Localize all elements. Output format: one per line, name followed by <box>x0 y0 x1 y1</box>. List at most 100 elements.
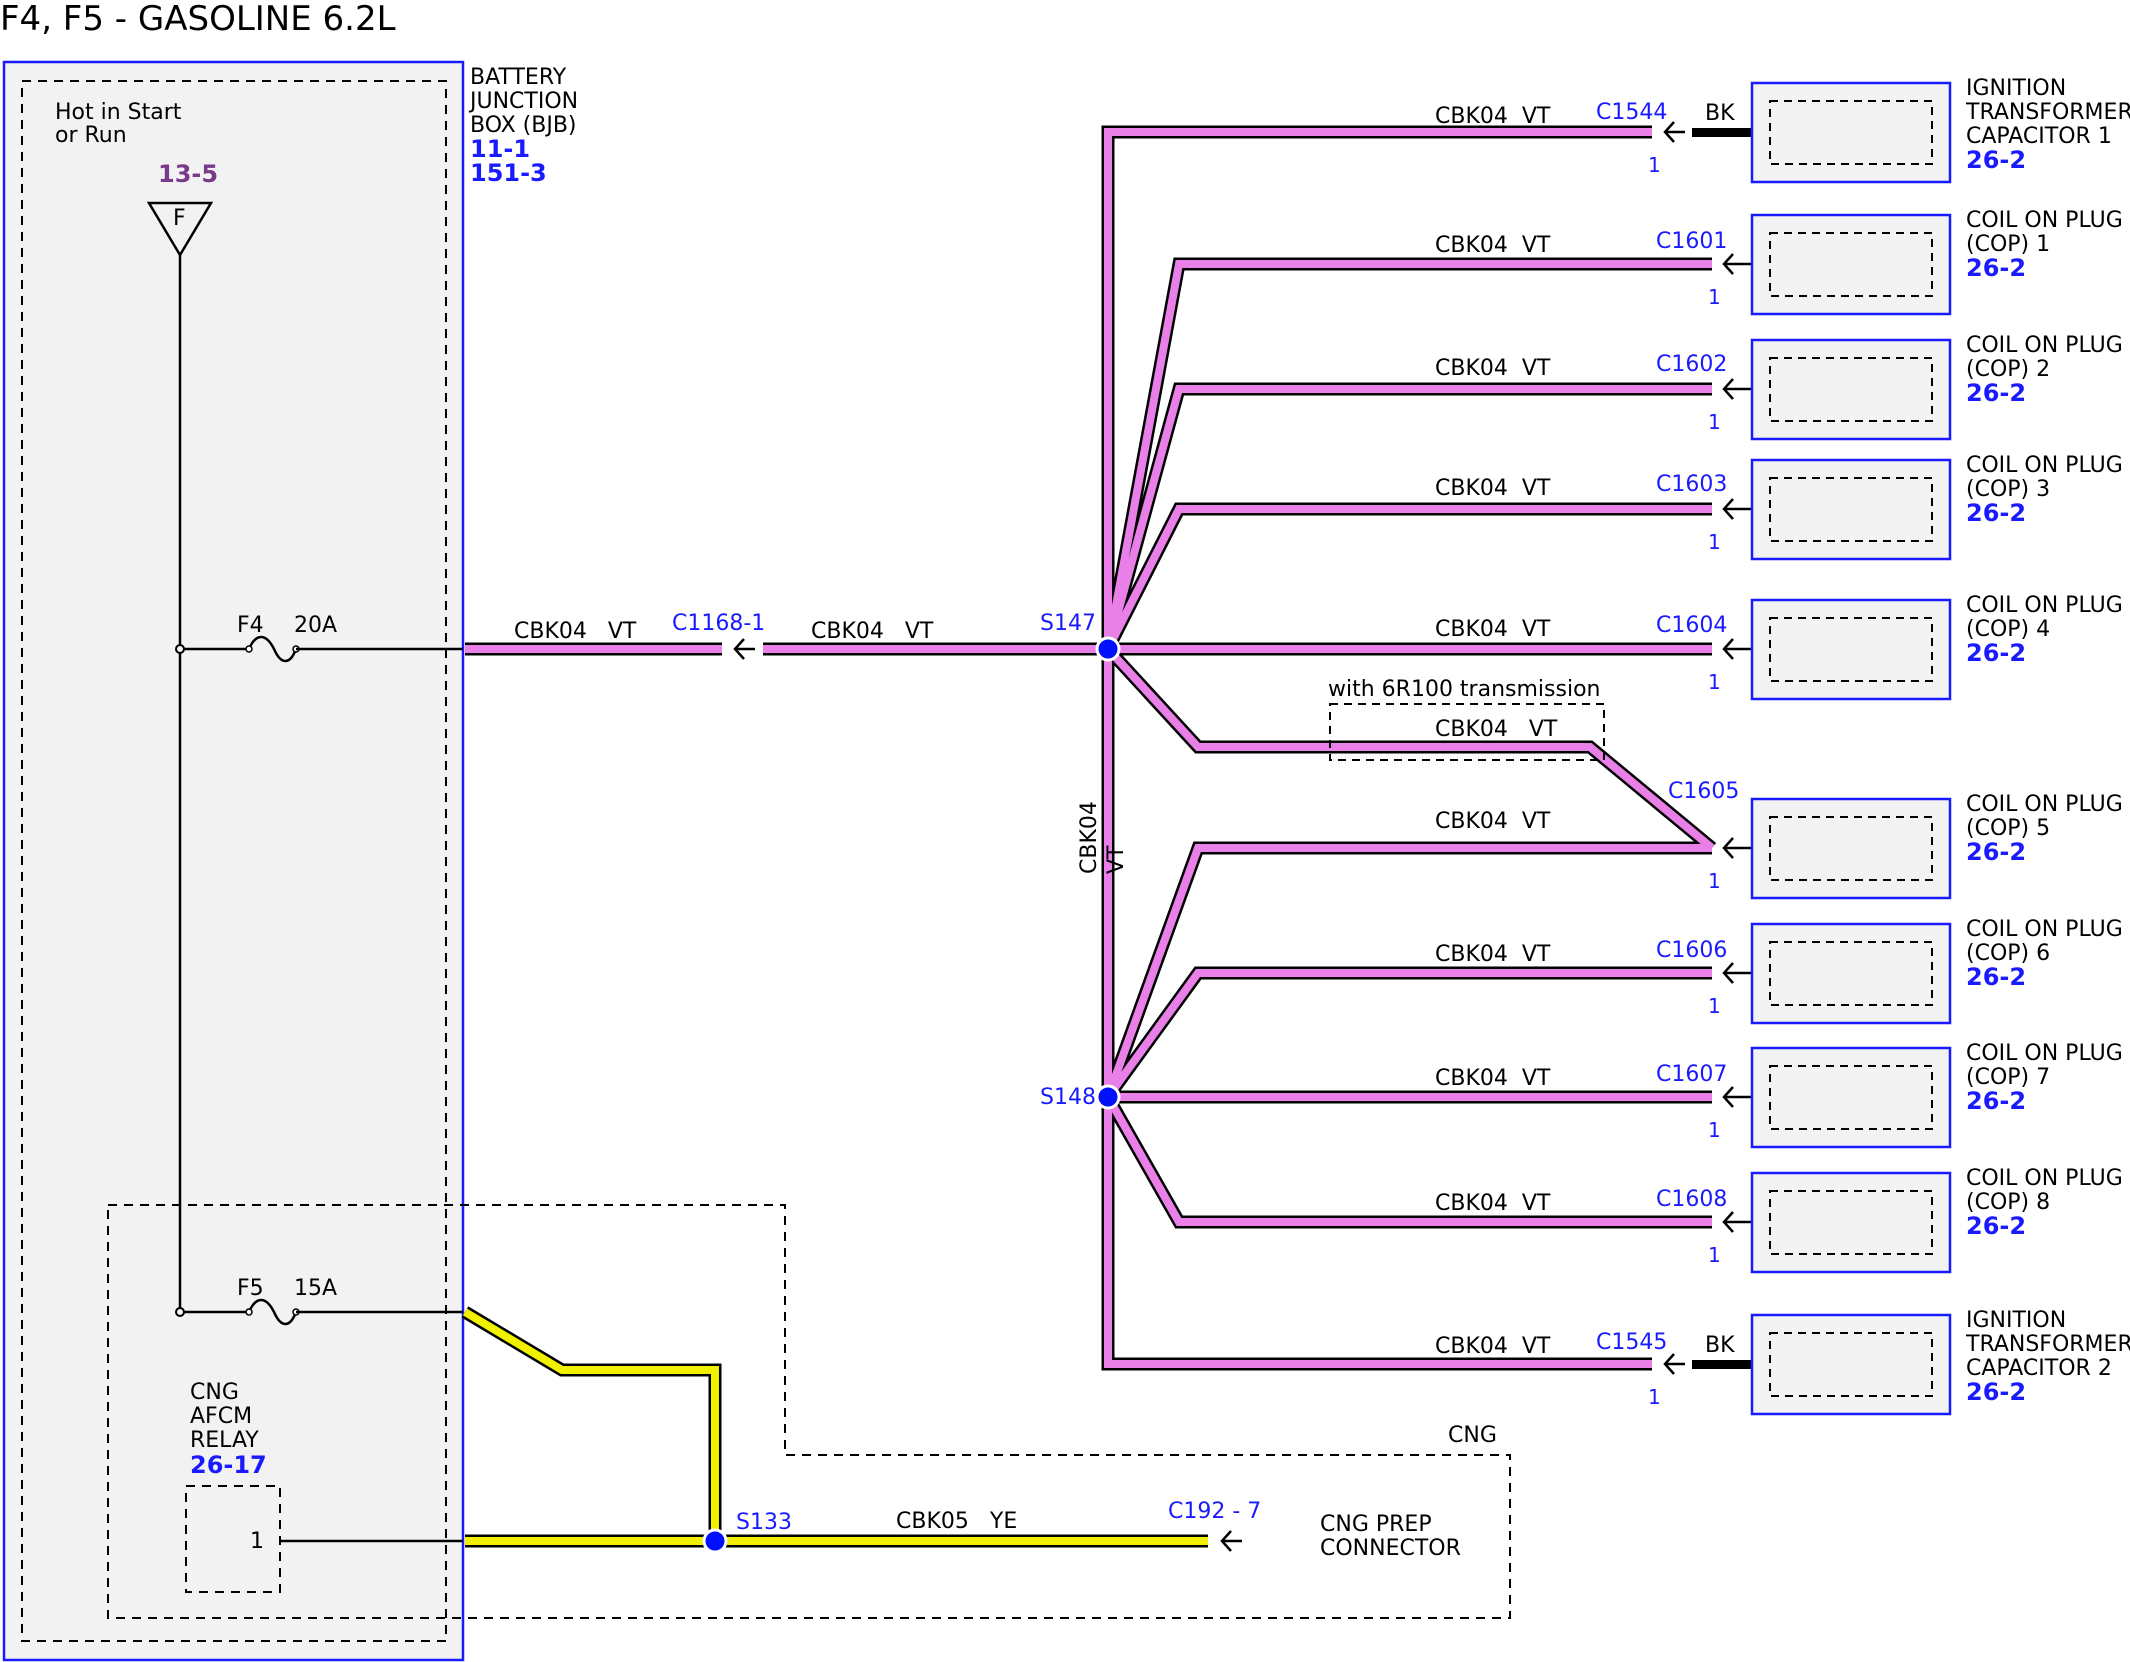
component-ref[interactable]: 26-2 <box>1966 146 2026 174</box>
load-wire-circuit: CBK04 <box>1435 809 1508 834</box>
load-connector-icon <box>1722 252 1746 276</box>
trunk-circuit: CBK04 <box>1077 801 1102 874</box>
relay-ref[interactable]: 26-17 <box>190 1451 267 1479</box>
load-connector-icon <box>1722 637 1746 661</box>
splice-s133 <box>702 1528 728 1554</box>
component-box <box>1750 338 1952 441</box>
load-connector-label[interactable]: C1604 <box>1656 613 1727 638</box>
component-ref[interactable]: 26-2 <box>1966 1212 2026 1240</box>
bk-lead-1 <box>1692 128 1752 137</box>
bus-node-f4 <box>175 644 185 654</box>
bjb-box <box>2 60 465 1662</box>
svg-text:COIL ON PLUG(COP) 3: COIL ON PLUG(COP) 3 <box>1966 453 2123 502</box>
main-wire-1-color: VT <box>608 619 637 644</box>
component-name-line: (COP) 2 <box>1966 357 2050 382</box>
component-name-line: COIL ON PLUG <box>1966 1041 2123 1066</box>
component-name-line: COIL ON PLUG <box>1966 917 2123 942</box>
main-wire-1-circuit: CBK04 <box>514 619 587 644</box>
load-connector-label[interactable]: C1605 <box>1668 779 1739 804</box>
component-name-line: (COP) 3 <box>1966 477 2050 502</box>
cng-region-label: CNG <box>1448 1423 1497 1448</box>
load-pin-number: 1 <box>1708 994 1721 1018</box>
component-ref[interactable]: 26-2 <box>1966 639 2026 667</box>
load-connector-label[interactable]: C1603 <box>1656 472 1727 497</box>
load-connector-label[interactable]: C1607 <box>1656 1062 1727 1087</box>
component-name-line: IGNITION <box>1966 76 2066 101</box>
load-pin-number: 1 <box>1708 410 1721 434</box>
load-connector-label[interactable]: C1545 <box>1596 1330 1667 1355</box>
component-name-line: (COP) 8 <box>1966 1190 2050 1215</box>
bjb-ref-2[interactable]: 151-3 <box>470 159 547 187</box>
load-connector-label[interactable]: C1544 <box>1596 100 1667 125</box>
component-ref[interactable]: 26-2 <box>1966 838 2026 866</box>
diagram-title: F4, F5 - GASOLINE 6.2L <box>0 0 396 39</box>
load-wire-circuit: CBK04 <box>1435 617 1508 642</box>
component-ref[interactable]: 26-2 <box>1966 963 2026 991</box>
load-connector-label[interactable]: C1601 <box>1656 229 1727 254</box>
component-name-line: COIL ON PLUG <box>1966 333 2123 358</box>
load-connector-icon <box>1722 377 1746 401</box>
load-wire-color: VT <box>1522 809 1551 834</box>
option-6r100-box <box>1329 703 1605 761</box>
component-box <box>1750 1313 1952 1416</box>
svg-text:CBK04 VT: CBK04 VT <box>811 619 934 644</box>
component-ref[interactable]: 26-2 <box>1966 1087 2026 1115</box>
load-pin-number: 1 <box>1708 670 1721 694</box>
load-wire-color: VT <box>1522 476 1551 501</box>
bjb-ref-1[interactable]: 11-1 <box>470 135 530 163</box>
feed-triangle-icon <box>146 201 214 258</box>
cng-option-region <box>107 1204 1511 1619</box>
f4-fuse-icon <box>247 635 298 663</box>
splice-s148 <box>1095 1084 1121 1110</box>
hot-label-line-2: or Run <box>55 123 127 148</box>
component-ref[interactable]: 26-2 <box>1966 254 2026 282</box>
load-wire-circuit: CBK04 <box>1435 356 1508 381</box>
component-ref[interactable]: 26-2 <box>1966 379 2026 407</box>
svg-text:COIL ON PLUG(COP) 2: COIL ON PLUG(COP) 2 <box>1966 333 2123 382</box>
inline-connector-label[interactable]: C1168-1 <box>672 611 765 636</box>
svg-text:COIL ON PLUG(COP) 8: COIL ON PLUG(COP) 8 <box>1966 1166 2123 1215</box>
feed-ref[interactable]: 13-5 <box>158 160 218 188</box>
load-connector-label[interactable]: C1606 <box>1656 938 1727 963</box>
svg-text:CBK04 VT: CBK04 VT <box>1435 717 1558 742</box>
load-connector-label[interactable]: C1602 <box>1656 352 1727 377</box>
component-box <box>1750 922 1952 1025</box>
svg-text:CBK04 VT: CBK04 VT <box>514 619 637 644</box>
load-wire-color: VT <box>1522 1334 1551 1359</box>
bk-lead-2 <box>1692 1360 1752 1369</box>
load-wire-color: VT <box>1522 1191 1551 1216</box>
cng-prep-line-1: CNG PREP <box>1320 1512 1432 1537</box>
f4-rating: 20A <box>294 613 337 638</box>
load-wire-tag: BK <box>1705 101 1735 126</box>
trunk-color: VT <box>1104 845 1129 874</box>
load-connector-label[interactable]: C1608 <box>1656 1187 1727 1212</box>
violet-harness <box>465 125 1717 1371</box>
cng-prep-connector-label[interactable]: C192 - 7 <box>1168 1499 1261 1524</box>
component-box <box>1750 598 1952 701</box>
svg-text:COIL ON PLUG(COP) 7: COIL ON PLUG(COP) 7 <box>1966 1041 2123 1090</box>
bjb-name-line-2: JUNCTION <box>468 89 578 114</box>
component-box <box>1750 1046 1952 1149</box>
component-box <box>1750 1171 1952 1274</box>
component-ref[interactable]: 26-2 <box>1966 499 2026 527</box>
relay-name-line-3: RELAY <box>190 1428 259 1453</box>
component-name-line: TRANSFORMER <box>1965 1332 2130 1357</box>
component-ref[interactable]: 26-2 <box>1966 1378 2026 1406</box>
component-name-line: COIL ON PLUG <box>1966 792 2123 817</box>
f5-rating: 15A <box>294 1276 337 1301</box>
svg-text:COIL ON PLUG(COP) 4: COIL ON PLUG(COP) 4 <box>1966 593 2123 642</box>
option-wire-circuit: CBK04 <box>1435 717 1508 742</box>
load-pin-number: 1 <box>1648 153 1661 177</box>
